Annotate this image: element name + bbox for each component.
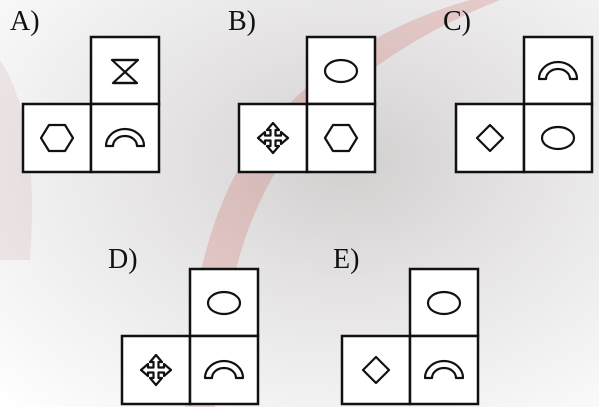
- option-c[interactable]: [454, 35, 594, 174]
- option-b-corner-cell: [305, 102, 377, 174]
- option-label-e: E): [333, 244, 360, 275]
- option-c-corner-cell: [522, 102, 594, 174]
- option-e[interactable]: [340, 267, 480, 406]
- option-c-top-cell: [522, 35, 594, 106]
- option-label-c: C): [443, 6, 471, 37]
- option-b[interactable]: [237, 35, 377, 174]
- option-e-corner-cell: [408, 334, 480, 406]
- option-a-left-cell: [21, 102, 93, 174]
- option-d-top-cell: [188, 267, 260, 338]
- option-c-left-cell: [454, 102, 526, 174]
- option-a-corner-cell: [89, 102, 161, 174]
- option-label-d: D): [108, 244, 138, 275]
- option-d-left-cell: [120, 334, 192, 406]
- option-label-a: A): [10, 6, 40, 37]
- option-d[interactable]: [120, 267, 260, 406]
- option-a[interactable]: [21, 35, 161, 174]
- option-d-corner-cell: [188, 334, 260, 406]
- option-b-left-cell: [237, 102, 309, 174]
- option-label-b: B): [228, 6, 256, 37]
- option-e-left-cell: [340, 334, 412, 406]
- option-b-top-cell: [305, 35, 377, 106]
- option-e-top-cell: [408, 267, 480, 338]
